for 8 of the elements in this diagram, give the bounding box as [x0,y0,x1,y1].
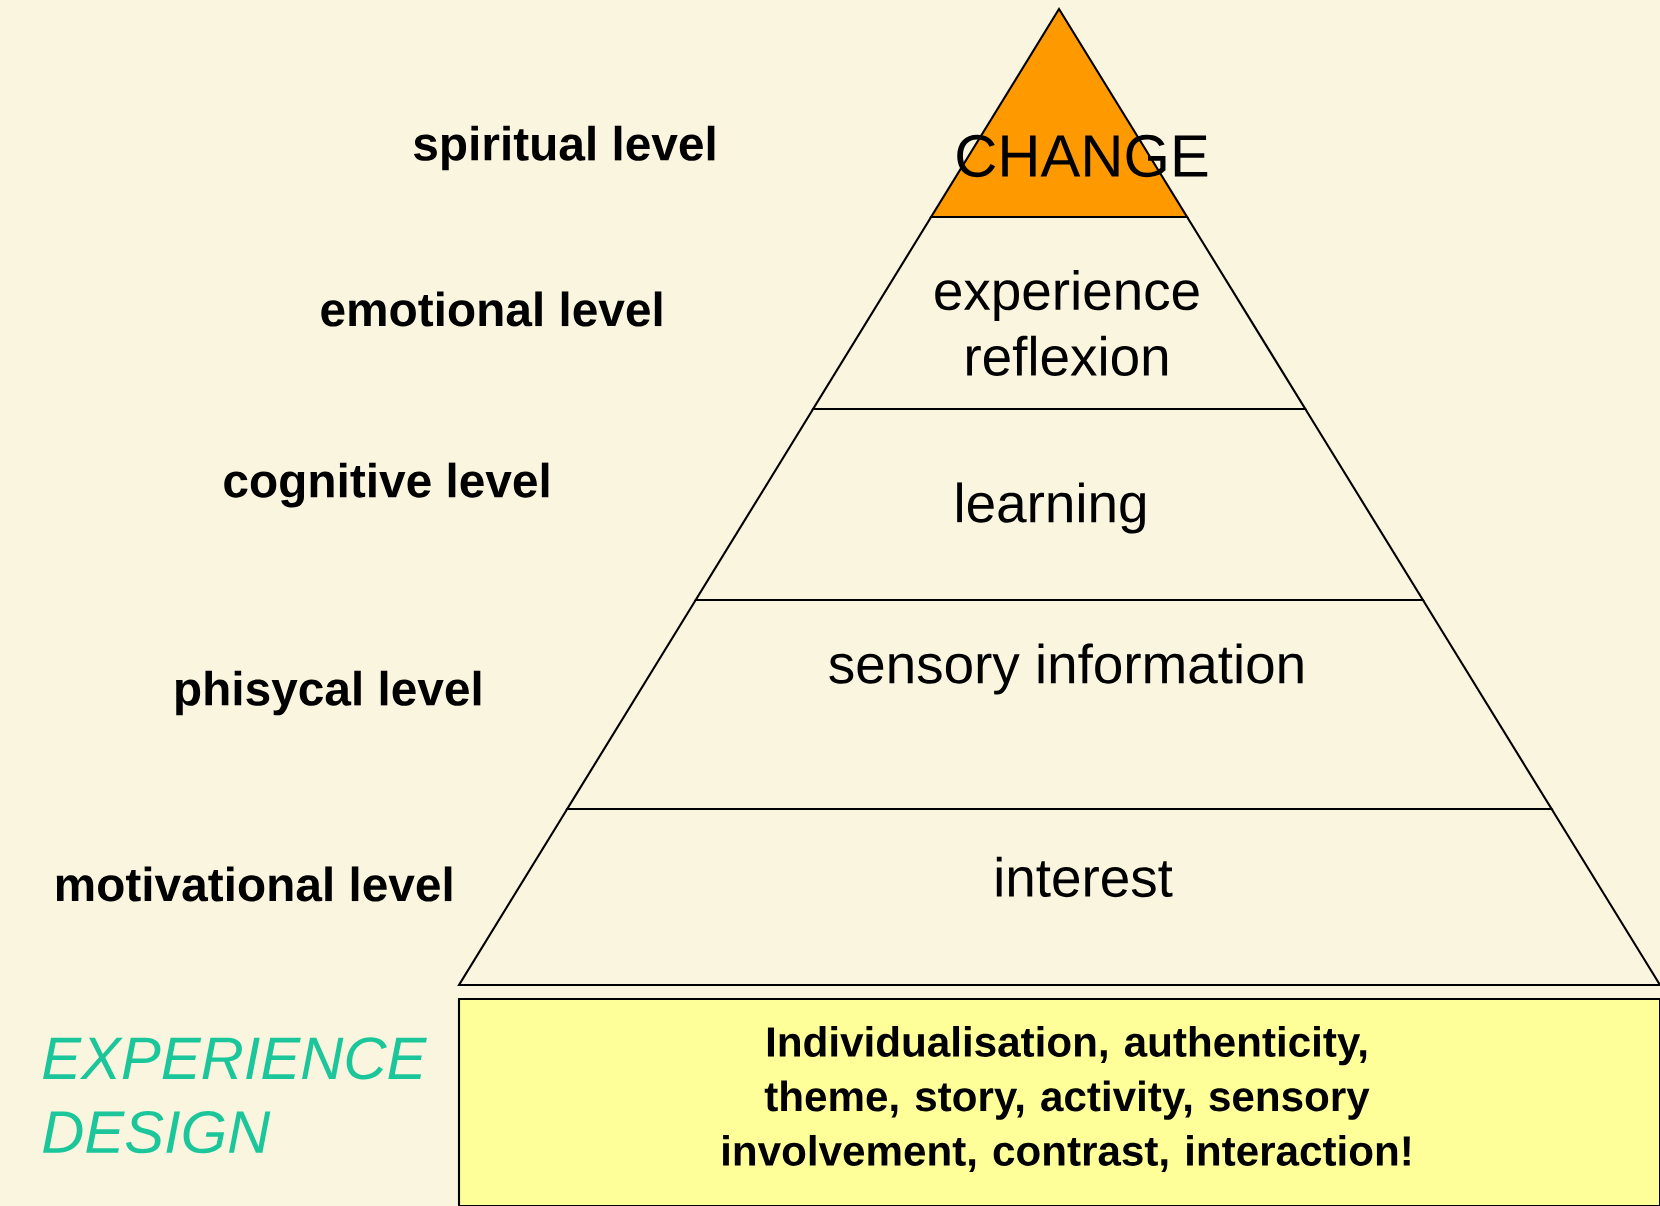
level-label: spiritual level [413,125,715,171]
level-label: emotional level [321,291,662,327]
text-box: Individualisation, authenticity, theme, story, activity, sensory involvement, contrast, interaction! [457,997,1660,1206]
section-title: EXPERIENCE DESIGN [43,1037,427,1154]
level-label: phisycal level [176,670,481,716]
level-label: motivational level [56,866,452,902]
level-label: cognitive level [224,462,549,508]
pyramid-level: interest [457,807,1660,987]
